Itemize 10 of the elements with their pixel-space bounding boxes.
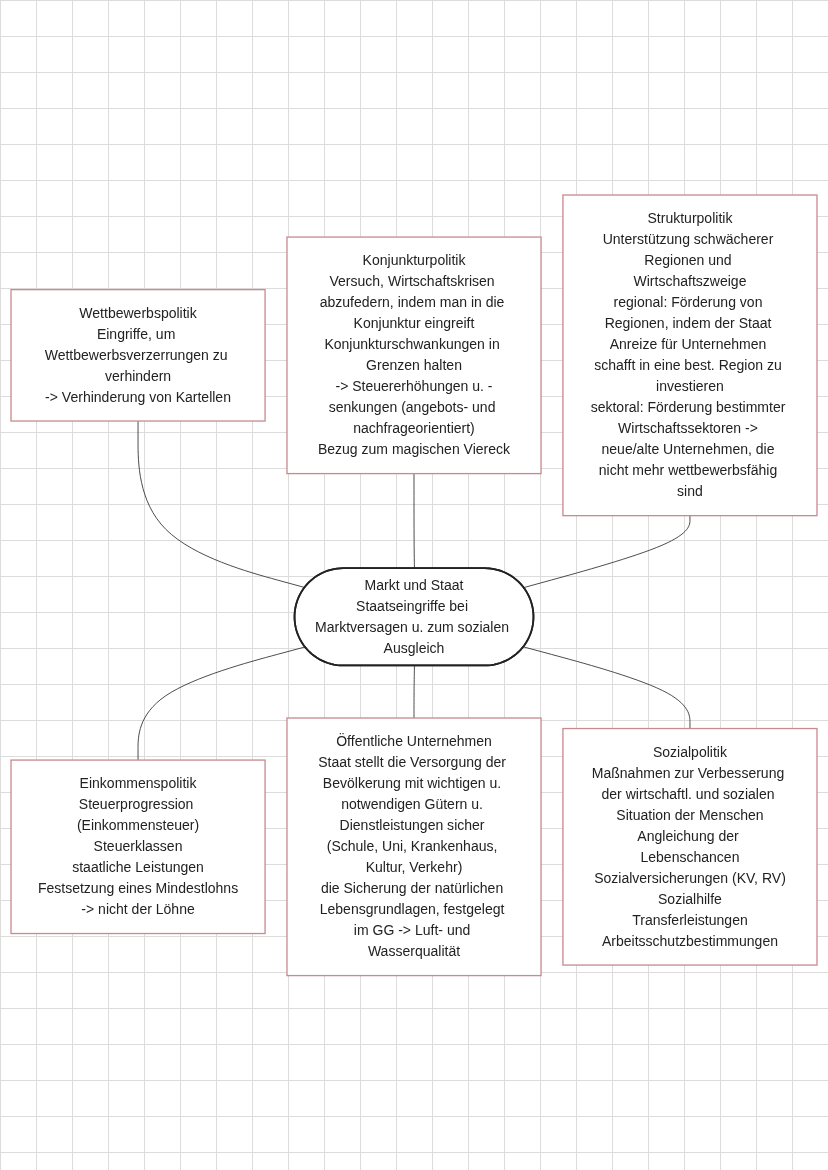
node-box: Konjunkturpolitik Versuch, Wirtschaftskrisen abzufedern, indem man in die Konjunktur eingreift Konjunkturschwankungen in Grenzen halten -> Steuererhöhungen u. -senkungen (angebots- und nachfrageorientiert) Bezug zum magischen Viereck (286, 236, 542, 474)
node-box: Sozialpolitik Maßnahmen zur Verbesserung der wirtschaftl. und sozialen Situation der Menschen Angleichung der Lebenschancen Sozialversicherungen (KV, RV) Sozialhilfe Transferleistungen Arbeitsschutzbestimmungen (562, 727, 818, 966)
connector (413, 472, 415, 569)
node-box: Einkommenspolitik Steuerprogression (Einkommensteuer) Steuerklassen staatliche Leistungen Festsetzung eines Mindestlohns -> nicht der Löhne (10, 759, 266, 934)
node-box: Öffentliche Unternehmen Staat stellt die Versorgung der Bevölkerung mit wichtigen u. notwendigen Gütern u. Dienstleistungen sicher (Schule, Uni, Krankenhaus, Kultur, Verkehr) die Sicherung der natürlichen Lebensgrundlagen, festgelegt im GG -> Luft- und Wasserqualität (286, 717, 542, 976)
connector (413, 665, 415, 719)
node-box: Wettbewerbspolitik Eingriffe, um Wettbewerbsverzerrungen zu verhindern -> Verhinderung von Kartellen (10, 288, 266, 422)
connector (137, 646, 306, 761)
connector (523, 646, 691, 729)
node-box: Strukturpolitik Unterstützung schwächerer Regionen und Wirtschaftszweige regional: Förderung von Regionen, indem der Staat Anreize für Unternehmen schafft in eine best. Region zu investieren sektoral: Förderung bestimmter Wirtschaftssektoren -> neue/alte Unternehmen, die nicht mehr wettbewerbsfähig sind (562, 194, 818, 516)
